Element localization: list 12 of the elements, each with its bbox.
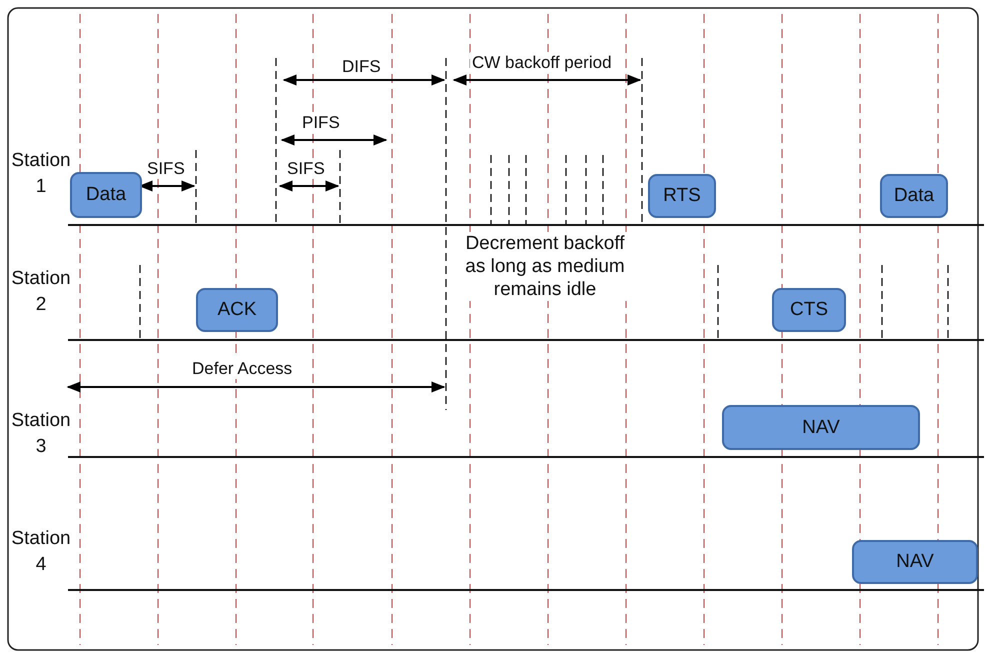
frame-box: CTS [772,288,846,332]
station-label: Station 2 [10,267,72,317]
station-label: Station 1 [10,149,72,199]
station-label: Station 3 [10,409,72,459]
frame-box: Data [70,172,142,218]
interval-label: Defer Access [190,358,294,379]
station-label: Station 4 [10,527,72,577]
frame-box: Data [880,174,948,218]
nav-bar: NAV [852,540,978,584]
frame-box: RTS [648,174,716,218]
nav-bar: NAV [722,405,920,450]
frame-box: ACK [196,288,278,332]
